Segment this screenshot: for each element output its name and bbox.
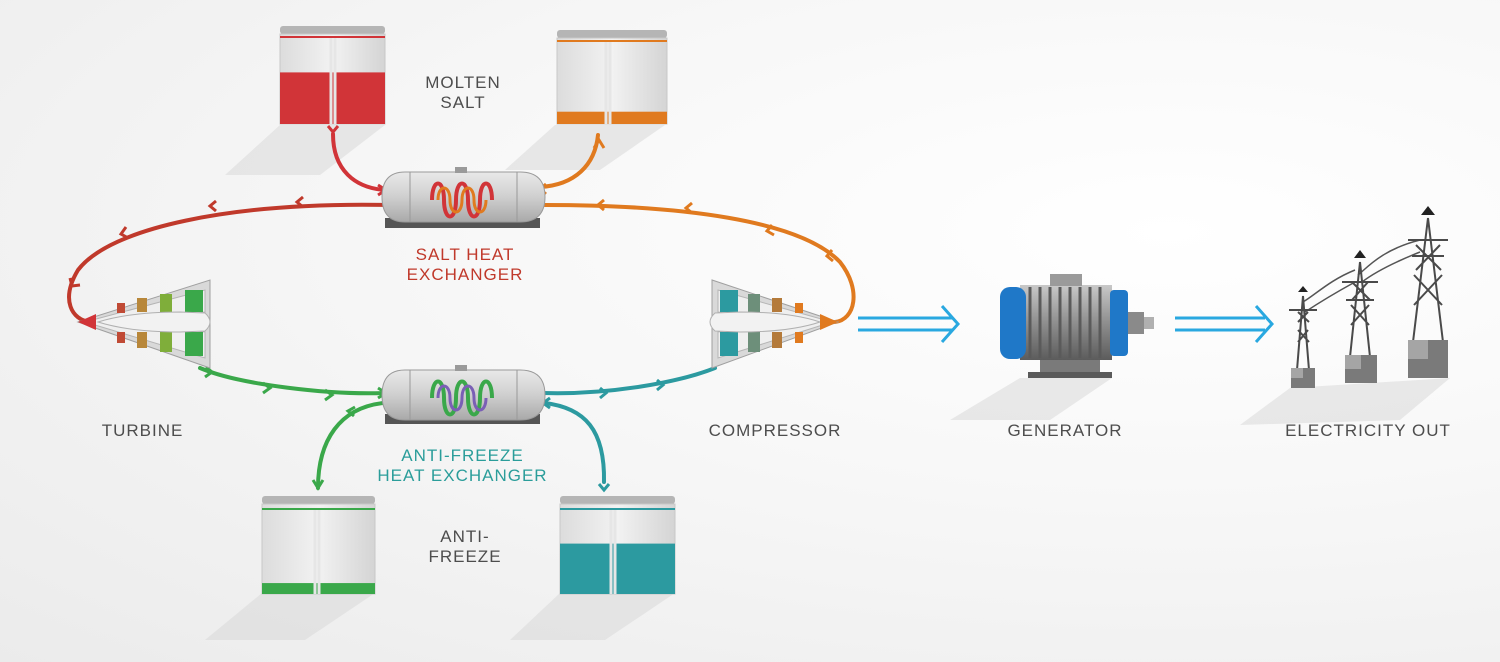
transmission-towers — [1289, 206, 1448, 371]
electricity-out-label: ELECTRICITY OUT — [1285, 421, 1451, 440]
ground-shadows — [205, 125, 1450, 640]
antifreeze-pipes — [198, 366, 717, 490]
hot-loop-pipe — [67, 202, 390, 324]
power-flow-arrow-2 — [1175, 305, 1275, 343]
antifreeze-label: ANTI- FREEZE — [428, 527, 502, 566]
warm-antifreeze-pipe — [316, 401, 385, 490]
cold-antifreeze-tank — [559, 483, 676, 595]
antifreeze-to-compressor-pipe — [541, 366, 717, 396]
salt-heat-exchanger — [381, 167, 546, 228]
tower-bases — [1291, 340, 1448, 388]
turbine — [76, 279, 211, 369]
molten-salt-label: MOLTEN SALT — [425, 73, 501, 112]
hot-salt-pipe — [331, 132, 387, 192]
antifreeze-heat-exchanger — [381, 365, 546, 424]
cold-antifreeze-pipe — [543, 401, 607, 484]
cold-salt-tank — [556, 30, 668, 125]
antifreeze-heat-exchanger-label: ANTI-FREEZE HEAT EXCHANGER — [377, 446, 548, 485]
compressor — [709, 279, 840, 369]
turbine-to-antifreeze-pipe — [198, 366, 387, 396]
compressor-label: COMPRESSOR — [708, 421, 842, 440]
generator-label: GENERATOR — [1007, 421, 1123, 440]
generator-motor — [1000, 274, 1154, 378]
salt-heat-exchanger-label: SALT HEAT EXCHANGER — [406, 245, 524, 284]
compressor-to-salt-pipe — [543, 203, 856, 324]
hot-salt-tank — [279, 26, 386, 135]
warm-antifreeze-tank — [261, 496, 376, 595]
turbine-label: TURBINE — [101, 421, 184, 440]
power-flow-arrow-1 — [858, 305, 961, 343]
